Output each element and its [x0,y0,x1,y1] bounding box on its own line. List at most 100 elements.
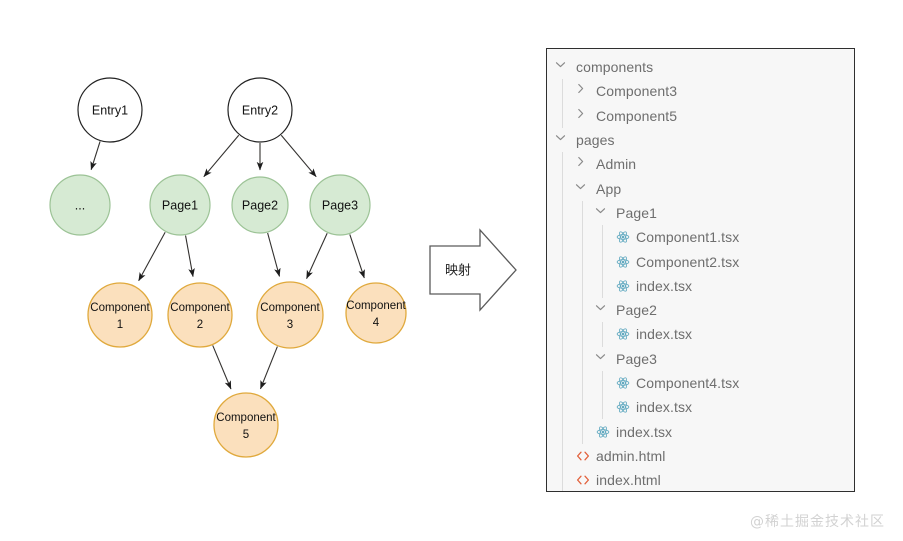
graph-node-circle [227,77,293,143]
graph-node-component5[interactable]: Component 5 [213,392,279,458]
tree-row-label: index.tsx [636,399,693,416]
graph-edge-page2-to-component3 [267,232,281,277]
tree-row-index-tsx[interactable]: index.tsx [547,395,854,420]
tree-row-component4-tsx[interactable]: Component4.tsx [547,370,854,396]
graph-edge-entry2-to-page3 [280,134,317,178]
tree-indent-guide [562,200,563,226]
graph-node-component1[interactable]: Component1 [87,282,153,348]
graph-edge-component2-to-component5 [212,345,232,390]
graph-edge-entry2-to-page1 [203,134,240,178]
graph-edge-entry1-to-ellipsis [90,141,101,171]
tree-row-component5[interactable]: Component5 [547,103,854,128]
chevron-down-icon[interactable] [575,181,591,197]
graph-node-component4[interactable]: Component4 [345,282,407,344]
graph-node-component3[interactable]: Component3 [256,281,324,349]
react-icon [615,376,630,391]
tree-indent-guide [562,103,563,128]
graph-node-circle [256,281,324,349]
chevron-right-icon[interactable] [575,108,591,124]
graph-node-page2[interactable]: Page2 [231,176,289,234]
tree-row-component1-tsx[interactable]: Component1.tsx [547,225,854,250]
graph-node-ellipsis[interactable]: ... [49,174,111,236]
tree-indent-guide [582,297,583,323]
tree-row-component2-tsx[interactable]: Component2.tsx [547,249,854,274]
graph-node-entry2[interactable]: Entry2 [227,77,293,143]
tree-indent-guide [582,249,583,274]
tree-row-label: Admin [596,156,637,173]
tree-indent-guide [602,249,603,274]
tree-row-admin-html[interactable]: admin.html [547,443,854,469]
watermark: @稀土掘金技术社区 [750,514,885,530]
tree-indent-guide [582,273,583,298]
graph-node-label: Page3 [322,198,358,212]
tree-indent-guide [562,225,563,250]
tree-row-label: index.html [596,472,661,489]
mapping-arrow: 映射 [429,228,517,312]
graph-node-label-2: 1 [117,319,123,331]
tree-indent-guide [602,370,603,396]
mapping-arrow-label: 映射 [445,263,471,279]
graph-node-circle [213,392,279,458]
react-icon [615,230,630,245]
graph-edge-component3-to-component5 [259,346,278,390]
tree-row-label: admin.html [596,447,666,464]
tree-row-label: Component2.tsx [636,253,740,270]
tree-indent-guide [582,322,583,347]
tree-row-label: index.tsx [636,326,693,343]
tree-row-label: Component5 [596,107,678,124]
graph-node-entry1[interactable]: Entry1 [77,77,143,143]
chevron-down-icon[interactable] [555,132,571,148]
tree-indent-guide [582,200,583,226]
tree-row-app[interactable]: App [547,176,854,201]
chevron-down-icon[interactable] [595,205,611,221]
graph-node-label: Entry1 [92,103,128,117]
graph-node-circle [231,176,289,234]
tree-row-label: Page2 [616,302,657,319]
graph-node-circle [49,174,111,236]
tree-indent-guide [582,225,583,250]
tree-indent-guide [562,370,563,396]
tree-indent-guide [562,273,563,298]
tree-row-label: pages [576,132,615,149]
graph-node-label-2: 4 [373,317,380,329]
tree-row-index-tsx[interactable]: index.tsx [547,419,854,444]
tree-indent-guide [602,225,603,250]
tree-row-index-tsx[interactable]: index.tsx [547,273,854,298]
tree-row-label: Page3 [616,350,657,367]
graph-node-circle [345,282,407,344]
tree-row-page2[interactable]: Page2 [547,297,854,323]
chevron-down-icon[interactable] [555,59,571,75]
tree-indent-guide [562,443,563,469]
tree-row-index-tsx[interactable]: index.tsx [547,322,854,347]
graph-node-page1[interactable]: Page1 [149,174,211,236]
tree-row-component3[interactable]: Component3 [547,79,854,104]
graph-node-circle [77,77,143,143]
graph-node-label: Component [216,412,276,424]
tree-indent-guide [562,346,563,371]
tree-row-admin[interactable]: Admin [547,152,854,177]
chevron-right-icon[interactable] [575,156,591,172]
tree-row-page1[interactable]: Page1 [547,200,854,226]
graph-node-circle [309,174,371,236]
tree-row-label: Component4.tsx [636,375,740,391]
chevron-down-icon[interactable] [595,302,611,318]
chevron-right-icon[interactable] [575,83,591,99]
tree-row-components[interactable]: components [547,55,854,79]
graph-node-component2[interactable]: Component2 [167,282,233,348]
graph-node-page3[interactable]: Page3 [309,174,371,236]
tree-row-label: components [576,59,654,76]
tree-indent-guide [562,152,563,177]
tree-row-page3[interactable]: Page3 [547,346,854,371]
react-icon [615,327,630,342]
chevron-down-icon[interactable] [595,351,611,367]
graph-node-label-2: 5 [243,429,249,441]
tree-row-index-html[interactable]: index.html [547,468,854,491]
tree-row-pages[interactable]: pages [547,128,854,152]
graph-node-label: Entry2 [242,103,278,117]
graph-node-label-2: 3 [287,319,293,331]
